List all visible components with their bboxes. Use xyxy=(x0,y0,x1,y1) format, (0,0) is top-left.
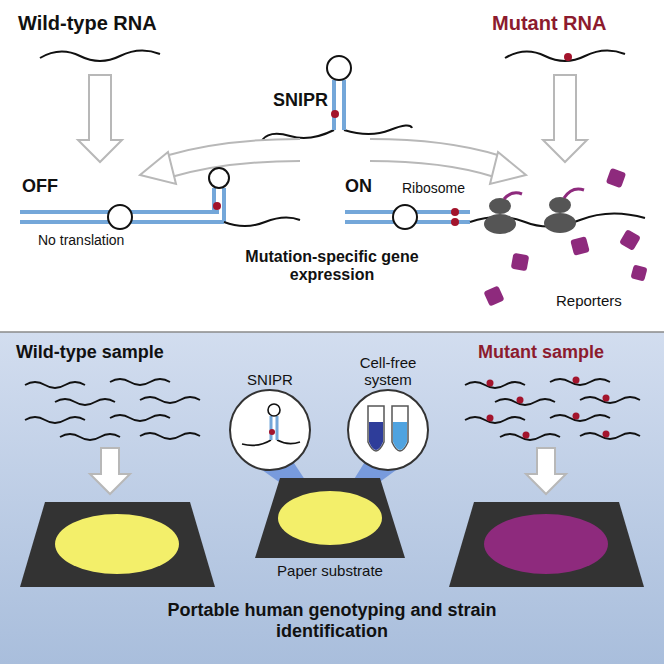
label: Portable human genotyping and strain ide… xyxy=(160,600,504,641)
sample-strands xyxy=(25,379,640,440)
rna-strand xyxy=(40,50,160,61)
divider xyxy=(0,331,664,333)
node-label: Cell-free system xyxy=(336,354,440,389)
lower-panel xyxy=(0,332,664,664)
node-label: Paper substrate xyxy=(277,562,383,579)
node-label: SNIPR xyxy=(247,371,293,388)
inset-circle xyxy=(346,388,430,472)
inset-circle xyxy=(228,388,312,472)
reporter xyxy=(483,168,647,307)
label: SNIPR xyxy=(250,90,328,111)
label: Ribosome xyxy=(402,180,482,196)
flow-arrow xyxy=(78,75,587,162)
paper-substrate: Paper substrate xyxy=(255,478,405,579)
ribosome xyxy=(484,189,584,234)
label: No translation xyxy=(38,232,188,248)
inset-circle: SNIPR xyxy=(222,350,318,472)
paper-square xyxy=(255,478,405,558)
flow-arrow xyxy=(140,150,526,184)
label: OFF xyxy=(22,176,82,197)
label: Mutant sample xyxy=(478,342,658,363)
mutation-dot xyxy=(487,377,610,439)
inset-circle: Cell-free system xyxy=(336,350,440,472)
label: Wild-type RNA xyxy=(18,12,218,35)
label: Mutant RNA xyxy=(492,12,657,35)
label: Mutation-specific gene expression xyxy=(232,248,432,285)
mutation-dot xyxy=(564,53,572,61)
off-complex xyxy=(20,168,300,229)
rna-strand xyxy=(505,50,625,61)
label: Wild-type sample xyxy=(16,342,216,363)
label: ON xyxy=(345,176,395,197)
label: Reporters xyxy=(556,292,656,309)
